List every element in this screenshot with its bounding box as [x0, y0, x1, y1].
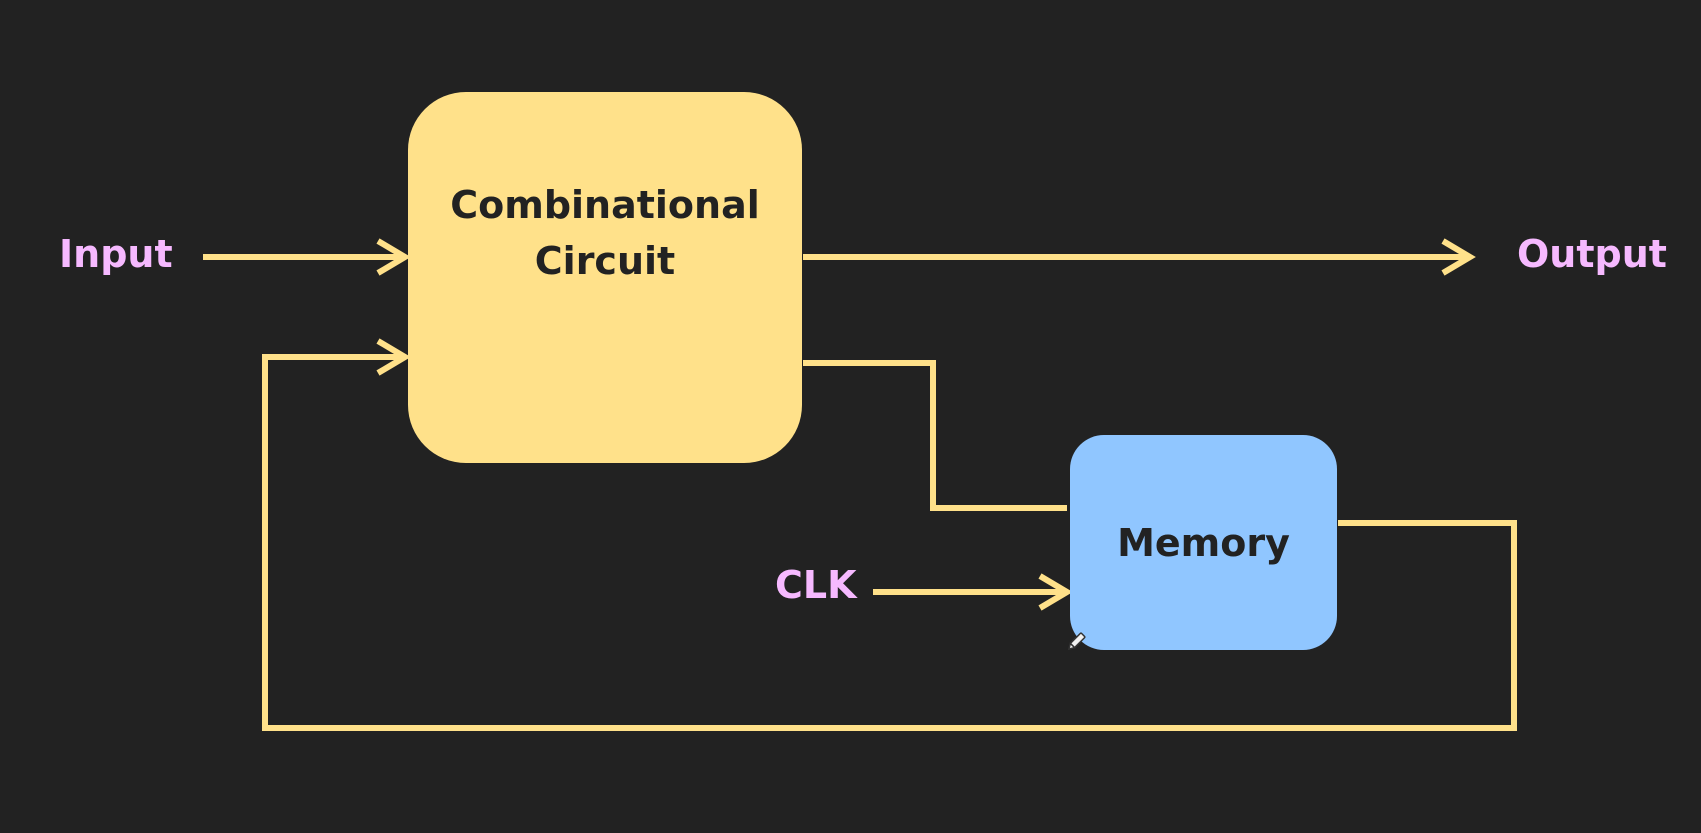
output-arrowhead: [1441, 238, 1476, 276]
pen-cursor-icon: [1067, 632, 1086, 651]
combinational-label-line2: Circuit: [534, 238, 676, 283]
input-label: Input: [59, 232, 173, 276]
feedback-wire: [262, 354, 1517, 731]
output-label: Output: [1517, 232, 1667, 276]
clk-label: CLK: [775, 563, 857, 607]
input-arrowhead: [376, 238, 411, 276]
feedback-arrowhead: [376, 338, 411, 376]
memory-block: Memory: [1070, 435, 1337, 650]
clk-arrowhead: [1038, 573, 1073, 611]
comb-to-memory-wire: [803, 360, 1067, 511]
combinational-label-line1: Combinational: [450, 182, 760, 227]
combinational-circuit-block: Combinational Circuit: [408, 92, 802, 463]
memory-label: Memory: [1117, 520, 1290, 565]
